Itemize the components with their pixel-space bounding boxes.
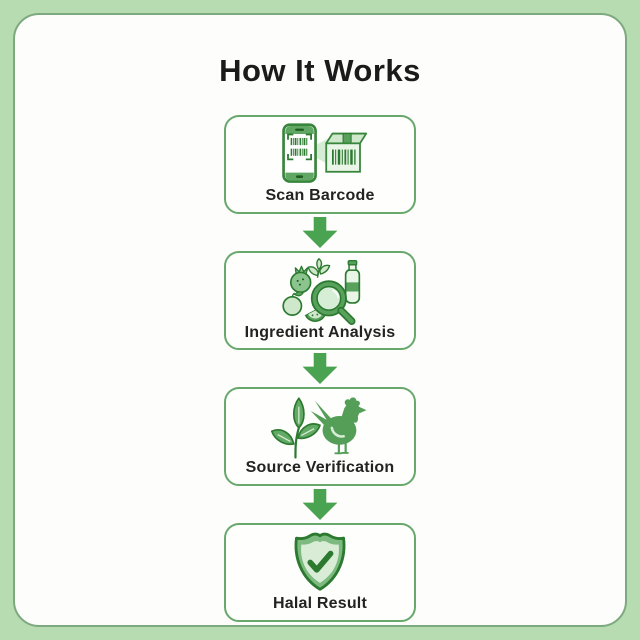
step-box-ingredient-analysis: Ingredient Analysis bbox=[224, 251, 416, 350]
step-box-source-verification: Source Verification bbox=[224, 387, 416, 486]
arrow-down-icon bbox=[302, 217, 338, 248]
phone-barcode-package-icon bbox=[265, 122, 375, 186]
arrow-down-icon bbox=[302, 489, 338, 520]
plant-chicken-icon bbox=[264, 394, 376, 460]
step-box-halal-result: Halal Result bbox=[224, 523, 416, 622]
step-label: Ingredient Analysis bbox=[244, 324, 396, 341]
flowchart: Scan Barcode bbox=[224, 115, 416, 622]
magnifier-ingredients-icon bbox=[270, 258, 371, 325]
step-label: Source Verification bbox=[245, 459, 395, 476]
step-box-scan-barcode: Scan Barcode bbox=[224, 115, 416, 214]
step-label: Scan Barcode bbox=[265, 187, 375, 204]
step-label: Halal Result bbox=[273, 595, 367, 612]
diagram-card: How It Works bbox=[13, 13, 627, 627]
shield-check-icon bbox=[289, 530, 351, 595]
arrow-down-icon bbox=[302, 353, 338, 384]
page-title: How It Works bbox=[219, 53, 421, 88]
